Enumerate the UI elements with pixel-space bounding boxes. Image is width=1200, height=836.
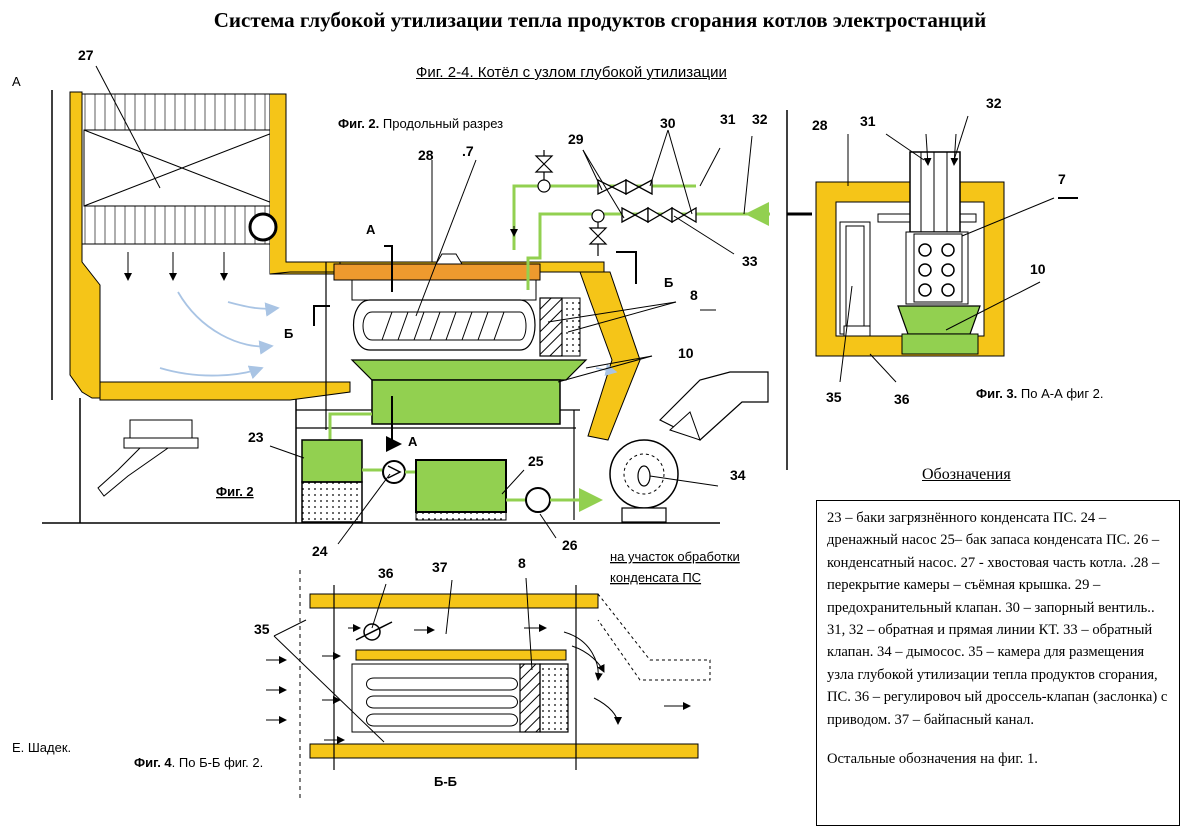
label-fig3-7: 7 (1058, 171, 1066, 187)
legend-text: 23 – баки загрязнённого конденсата ПС. 2… (827, 510, 1168, 728)
fig4-section-label: Б-Б (434, 774, 457, 789)
fig4-plan-section (266, 570, 711, 800)
safety-valves (534, 150, 608, 256)
section-label-b-right: Б (664, 275, 673, 290)
condensate-pump (525, 487, 551, 513)
heating-supply-line (526, 212, 770, 290)
label-fig3-28: 28 (812, 117, 828, 133)
boiler-tail-part (51, 90, 341, 523)
figure-group-caption: Фиг. 2-4. Котёл с узлом глубокой утилиза… (416, 64, 727, 81)
page-title: Система глубокой утилизации тепла продук… (213, 8, 987, 32)
author-name: Е. Шадек. (12, 740, 71, 755)
bypass-channel-bottom (309, 743, 699, 759)
label-8: 8 (690, 287, 698, 303)
outlet-duct (579, 271, 641, 441)
label-31: 31 (720, 111, 736, 127)
heat-exchanger-unit (351, 279, 581, 357)
label-23: 23 (248, 429, 264, 445)
section-label-b-left: Б (284, 326, 293, 341)
label-27: 27 (78, 47, 94, 63)
fig2-longitudinal-section (42, 90, 770, 524)
fig3-cross-section (815, 133, 1078, 357)
label-fig4-36: 36 (378, 565, 394, 581)
smoke-exhauster (609, 371, 769, 523)
label-fig4-8: 8 (518, 555, 526, 571)
label-fig3-31: 31 (860, 113, 876, 129)
condensate-tray (350, 359, 588, 381)
contaminated-condensate-tank (301, 439, 363, 483)
label-34: 34 (730, 467, 746, 483)
section-label-a-top: А (366, 222, 376, 237)
label-10: 10 (678, 345, 694, 361)
label-29: 29 (568, 131, 584, 147)
label-fig4-37: 37 (432, 559, 448, 575)
legend-box: 23 – баки загрязнённого конденсата ПС. 2… (816, 500, 1180, 826)
label-25: 25 (528, 453, 544, 469)
legend-title: Обозначения (922, 466, 1011, 483)
label-32: 32 (752, 111, 768, 127)
condensate-tray-body (371, 379, 561, 425)
label-26: 26 (562, 537, 578, 553)
shutoff-valves (597, 178, 697, 224)
bypass-channel-top (309, 593, 599, 609)
outlet-label-line2: конденсата ПС (610, 570, 701, 585)
leader-lines (95, 65, 1055, 743)
diagram-labels: А Е. Шадек. Фиг. 2. Продольный разрез Фи… (12, 47, 1104, 789)
label-fig3-36: 36 (894, 391, 910, 407)
label-fig3-32: 32 (986, 95, 1002, 111)
legend-note: Остальные обозначения на фиг. 1. (827, 751, 1038, 768)
boiler-tube-ring (248, 212, 278, 242)
corner-letter: А (12, 74, 21, 89)
fig3-caption: Фиг. 3. По А-А фиг 2. (976, 386, 1104, 401)
gas-duct-lower (99, 381, 351, 401)
fig4-caption: Фиг. 4. По Б-Б фиг. 2. (134, 755, 263, 770)
chamber-cover (333, 263, 541, 281)
fig2-caption: Фиг. 2. Продольный разрез (338, 116, 503, 131)
label-28: 28 (418, 147, 434, 163)
label-fig3-10: 10 (1030, 261, 1046, 277)
hatched-wall (539, 297, 563, 357)
label-fig3-35: 35 (826, 389, 842, 405)
condensate-storage-tank (415, 459, 507, 513)
label-33: 33 (742, 253, 758, 269)
section-label-a-bottom: А (408, 434, 418, 449)
fig2-bottom-label: Фиг. 2 (216, 484, 254, 499)
label-30: 30 (660, 115, 676, 131)
label-fig4-35: 35 (254, 621, 270, 637)
label-7: .7 (462, 143, 474, 159)
label-24: 24 (312, 543, 328, 559)
outlet-label-line1: на участок обработки (610, 549, 740, 564)
